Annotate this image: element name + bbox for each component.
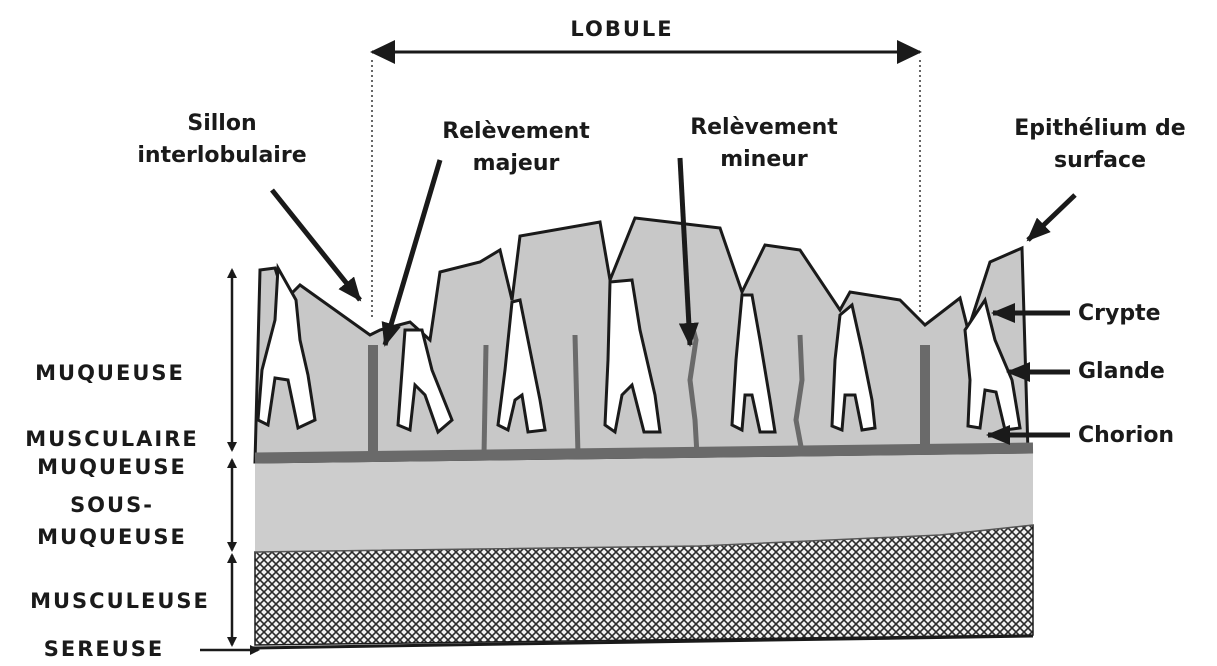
muqueuse-label: MUQUEUSE: [35, 361, 185, 385]
releve-majeur-line1: Relèvement: [442, 119, 590, 144]
lobule-label: LOBULE: [570, 17, 673, 41]
musculaire-muqueuse-line2: MUQUEUSE: [37, 455, 187, 479]
releve-majeur-line2: majeur: [473, 151, 560, 176]
sillon-label-line1: Sillon: [187, 111, 256, 136]
releve-mineur-line1: Relèvement: [690, 115, 838, 140]
chorion-label: Chorion: [1078, 423, 1174, 448]
sous-muqueuse-line1: SOUS-: [70, 493, 154, 517]
musculaire-muqueuse-line1: MUSCULAIRE: [25, 427, 199, 451]
epithelium-line1: Epithélium de: [1014, 116, 1185, 141]
crypte-label: Crypte: [1078, 301, 1161, 326]
sereuse-label: SEREUSE: [44, 637, 165, 661]
sillon-label-line2: interlobulaire: [137, 143, 306, 168]
epithelium-line2: surface: [1054, 148, 1146, 173]
glande-label: Glande: [1078, 359, 1165, 384]
releve-mineur-line2: mineur: [720, 147, 808, 172]
musculeuse-label: MUSCULEUSE: [30, 589, 210, 613]
sous-muqueuse-line2: MUQUEUSE: [37, 525, 187, 549]
